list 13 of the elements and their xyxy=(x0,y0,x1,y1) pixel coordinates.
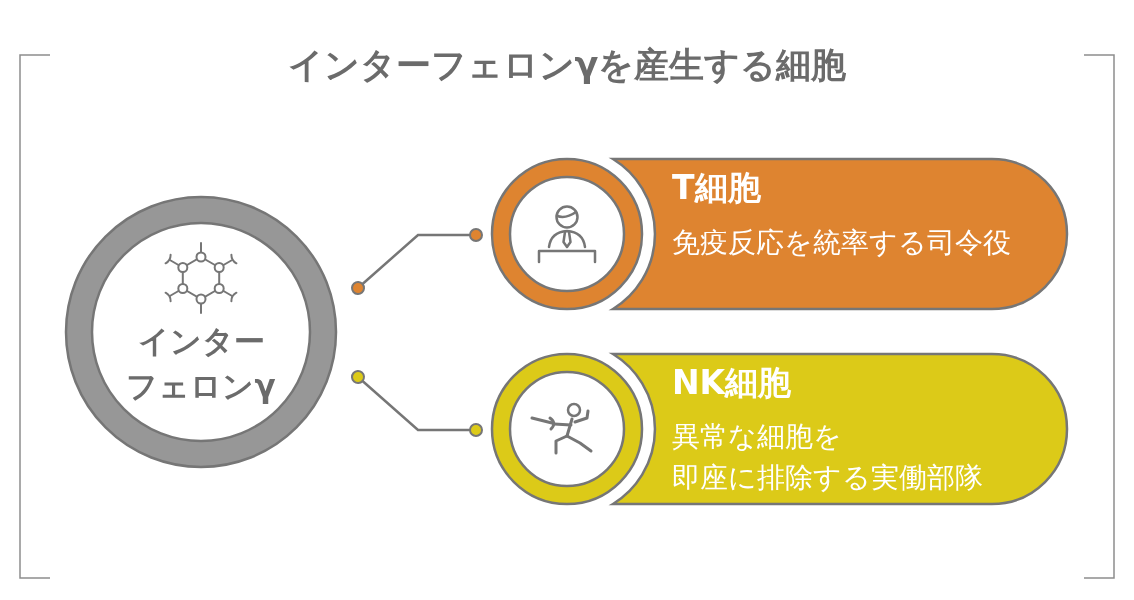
banner xyxy=(608,156,1070,312)
icon-circle xyxy=(490,157,644,311)
banner xyxy=(608,351,1070,507)
icon-circle xyxy=(490,352,644,506)
connector xyxy=(351,370,483,437)
connector xyxy=(351,228,483,295)
card-heading: NK細胞 xyxy=(672,363,792,403)
card-heading: T細胞 xyxy=(672,168,761,208)
card-text: 異常な細胞を即座に排除する実働部隊 xyxy=(672,419,983,496)
node-label: インターフェロンγ xyxy=(126,322,276,406)
ring-circle xyxy=(64,195,338,469)
title: インターフェロンγを産生する細胞 xyxy=(287,44,847,86)
card-text: 免疫反応を統率する司令役 xyxy=(672,225,1011,261)
